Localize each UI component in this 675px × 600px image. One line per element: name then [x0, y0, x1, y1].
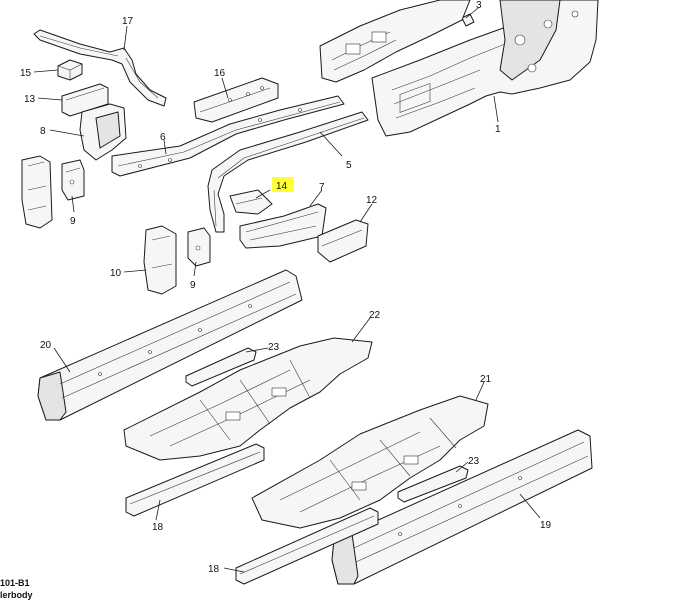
callout-22: 22	[369, 310, 381, 321]
callout-12: 12	[366, 195, 378, 206]
part-16-plate	[193, 77, 279, 123]
callout-23-lower: 23	[468, 456, 480, 467]
callout-16: 16	[214, 68, 226, 79]
callout-5: 5	[346, 160, 352, 171]
part-17-rail	[33, 29, 167, 107]
callout-23-upper: 23	[268, 342, 280, 353]
callout-20: 20	[40, 340, 52, 351]
part-left-pillar	[21, 155, 53, 229]
footer: 101-B1 lerbody	[0, 578, 33, 600]
callout-9-upper: 9	[70, 216, 76, 227]
callout-7: 7	[319, 182, 325, 193]
footer-code: 101-B1	[0, 578, 30, 588]
callout-17: 17	[122, 16, 134, 27]
part-12-bracket	[317, 219, 369, 263]
part-18-upper-rocker	[125, 443, 265, 517]
callout-3: 3	[476, 0, 482, 11]
callout-18-lower: 18	[208, 564, 220, 575]
part-5-arch-rail	[207, 111, 369, 233]
callout-15: 15	[20, 68, 32, 79]
part-upper-panel	[319, 0, 471, 83]
part-18-lower-rocker	[235, 507, 379, 585]
callout-21: 21	[480, 374, 492, 385]
callout-14-highlight	[272, 177, 294, 192]
callout-10: 10	[110, 268, 122, 279]
part-9-upper-bracket	[61, 159, 85, 201]
part-15-block	[57, 59, 83, 81]
part-19-sill	[331, 429, 593, 585]
callout-6: 6	[160, 132, 166, 143]
part-9-lower-bracket	[187, 227, 211, 267]
part-23-upper-rail	[185, 347, 257, 387]
part-20-sill	[37, 269, 303, 421]
callout-19: 19	[540, 520, 552, 531]
callout-18-upper: 18	[152, 522, 164, 533]
part-23-lower-rail	[397, 465, 469, 503]
callout-1: 1	[495, 124, 501, 135]
part-10-pillar	[143, 225, 177, 295]
callout-14: 14	[276, 181, 288, 192]
callout-9-lower: 9	[190, 280, 196, 291]
part-14-bracket	[229, 189, 273, 215]
callout-8: 8	[40, 126, 46, 137]
part-8-pillar	[79, 103, 127, 161]
part-1-body-side	[371, 0, 599, 137]
footer-title: lerbody	[0, 590, 33, 600]
part-22-front-floor	[123, 337, 373, 461]
part-13-bracket	[61, 83, 109, 117]
part-21-rear-floor	[251, 395, 489, 529]
callout-labels: 17 15 13 8 16 6 5 1 3 9 14 7 12 10 9 20 …	[20, 0, 552, 575]
part-6-rail	[111, 95, 345, 177]
leader-lines	[33, 7, 541, 573]
callout-13: 13	[24, 94, 36, 105]
